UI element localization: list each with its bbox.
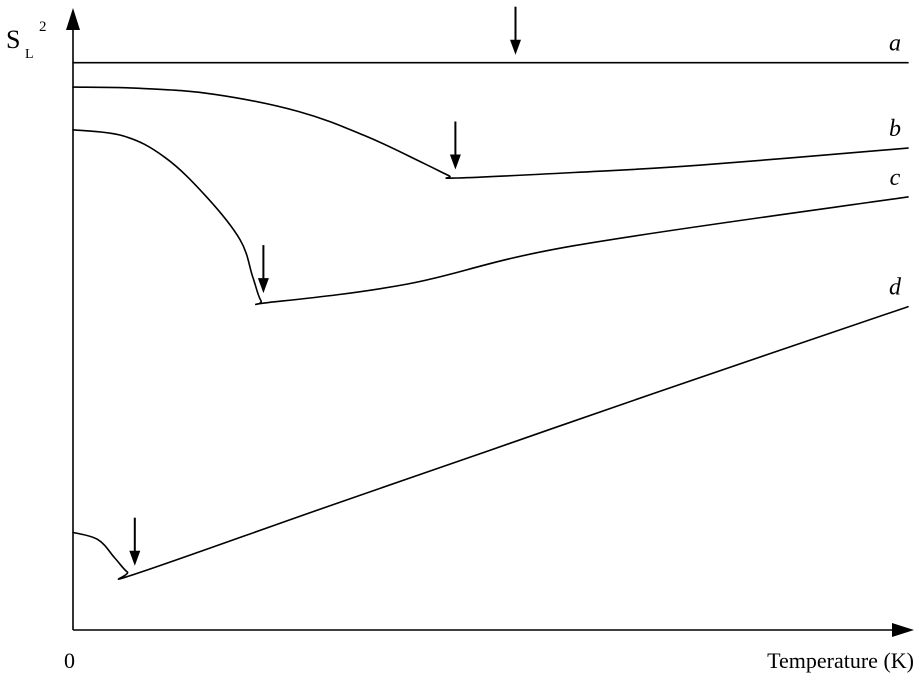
series-a-label: a bbox=[889, 31, 901, 57]
series-c-label: c bbox=[890, 165, 901, 191]
series-labels: a bc d bbox=[889, 31, 902, 301]
y-axis-label-superscript: 2 bbox=[39, 19, 47, 35]
series-d-line bbox=[72, 305, 909, 580]
y-axis-label-subscript: L bbox=[25, 47, 34, 62]
x-axis-label: Temperature (K) bbox=[767, 648, 914, 673]
series-c-line bbox=[72, 129, 909, 306]
transition-arrows bbox=[129, 6, 521, 566]
x-axis-arrowhead bbox=[892, 623, 914, 637]
origin-label: 0 bbox=[64, 648, 75, 673]
series-c-transition-arrow bbox=[257, 245, 269, 294]
series-d-transition-arrow bbox=[129, 517, 141, 566]
y-axis-arrowhead bbox=[66, 8, 80, 30]
y-axis-label: S bbox=[6, 25, 20, 54]
series-b-label: b bbox=[889, 116, 901, 142]
series-a-transition-arrow bbox=[510, 6, 521, 55]
curves bbox=[72, 61, 909, 580]
series-b-transition-arrow bbox=[449, 121, 461, 170]
series-b-line bbox=[72, 86, 909, 180]
series-d-label: d bbox=[889, 275, 902, 301]
